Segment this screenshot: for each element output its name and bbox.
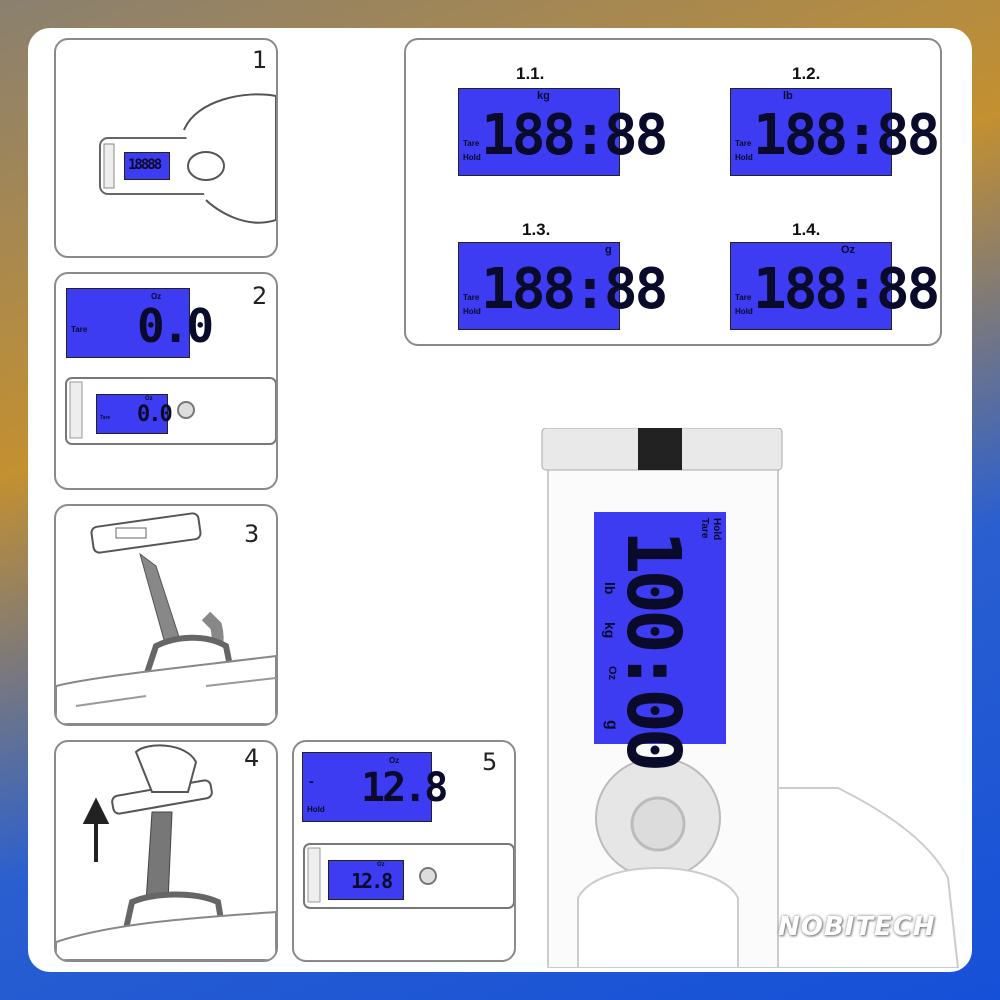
unit-lb-digits: 188:88	[753, 103, 940, 168]
units-panel: 1.1. kg Tare Hold 188:88 1.2. lb Tare Ho…	[404, 38, 942, 346]
instruction-card: 1 18888 2 Oz Tare 0.0 Oz Tare 0.0	[28, 28, 972, 972]
unit-g-digits: 188:88	[481, 257, 668, 322]
unit-kg-tare: Tare	[463, 139, 480, 148]
unit-g-label: g	[605, 244, 612, 256]
step-5-minus: -	[309, 773, 314, 789]
step-1-number: 1	[252, 46, 268, 74]
step-1-lcd: 18888	[124, 152, 170, 180]
step-5-small-digits: 12.8	[351, 869, 393, 893]
step-5-digits: 12.8	[361, 765, 448, 811]
step-2-small-unit: Oz	[145, 396, 153, 402]
step-5-lcd: Oz - Hold 12.8	[302, 752, 448, 822]
brand-logo: NOBITECH	[778, 912, 936, 942]
unit-kg-hold: Hold	[463, 153, 481, 162]
large-lcd: Tare Hold 100:00 lb kg Oz g	[594, 512, 726, 767]
step-2-unit: Oz	[151, 292, 162, 301]
large-unit-g: g	[603, 720, 620, 730]
unit-label-1-2: 1.2.	[792, 64, 821, 83]
unit-lcd-g: g Tare Hold 188:88	[458, 242, 668, 330]
step-4-panel: 4	[54, 740, 278, 962]
step-3-illustration	[56, 512, 276, 724]
step-5-small-lcd: Oz 12.8	[328, 860, 404, 900]
unit-kg-label: kg	[537, 90, 550, 102]
step-5-unit: Oz	[389, 756, 400, 765]
unit-lcd-lb: lb Tare Hold 188:88	[730, 88, 940, 176]
unit-kg-digits: 188:88	[481, 103, 668, 168]
step-1-panel: 1 18888	[54, 38, 278, 258]
up-arrow-icon	[82, 797, 110, 862]
step-2-small-lcd: Oz Tare 0.0	[96, 394, 173, 434]
step-2-number: 2	[252, 282, 268, 310]
large-unit-kg: kg	[602, 622, 618, 639]
unit-oz-digits: 188:88	[753, 257, 940, 322]
large-scale-illustration	[541, 428, 960, 968]
unit-oz-label: Oz	[841, 244, 856, 256]
step-3-panel: 3	[54, 504, 278, 726]
step-1-illustration	[99, 93, 276, 224]
step-2-panel: 2 Oz Tare 0.0 Oz Tare 0.0	[54, 272, 278, 490]
large-unit-oz: Oz	[606, 666, 618, 681]
step-5-number: 5	[482, 748, 498, 776]
unit-label-1-4: 1.4.	[792, 220, 821, 239]
large-hold: Hold	[711, 518, 722, 541]
large-digits: 100:00	[610, 530, 696, 768]
step-5-small-unit: Oz	[377, 862, 385, 868]
unit-label-1-3: 1.3.	[522, 220, 551, 239]
step-5-panel: 5 Oz - Hold 12.8 Oz 12.8	[292, 740, 516, 962]
step-2-small-tare: Tare	[100, 415, 111, 421]
unit-g-hold: Hold	[463, 307, 481, 316]
unit-oz-tare: Tare	[735, 293, 752, 302]
unit-lcd-oz: Oz Tare Hold 188:88	[730, 242, 940, 330]
unit-lb-tare: Tare	[735, 139, 752, 148]
step-4-illustration	[56, 744, 276, 960]
step-2-small-digits: 0.0	[137, 402, 173, 427]
step-1-digits: 18888	[128, 157, 162, 173]
step-5-scale-illustration	[303, 843, 514, 909]
step-2-digits: 0.0	[137, 299, 214, 353]
unit-label-1-1: 1.1.	[516, 64, 545, 83]
step-5-hold: Hold	[307, 805, 325, 814]
unit-lb-hold: Hold	[735, 153, 753, 162]
step-3-number: 3	[244, 520, 260, 548]
large-lcd-rotated: Tare Hold 100:00 lb kg Oz g	[594, 512, 726, 767]
large-unit-lb: lb	[602, 582, 618, 595]
step-4-number: 4	[244, 744, 260, 772]
large-tare: Tare	[699, 518, 710, 539]
unit-lb-label: lb	[783, 90, 793, 102]
unit-lcd-kg: kg Tare Hold 188:88	[458, 88, 668, 176]
step-2-lcd: Oz Tare 0.0	[66, 288, 214, 358]
unit-g-tare: Tare	[463, 293, 480, 302]
unit-oz-hold: Hold	[735, 307, 753, 316]
step-2-tare: Tare	[71, 325, 88, 334]
